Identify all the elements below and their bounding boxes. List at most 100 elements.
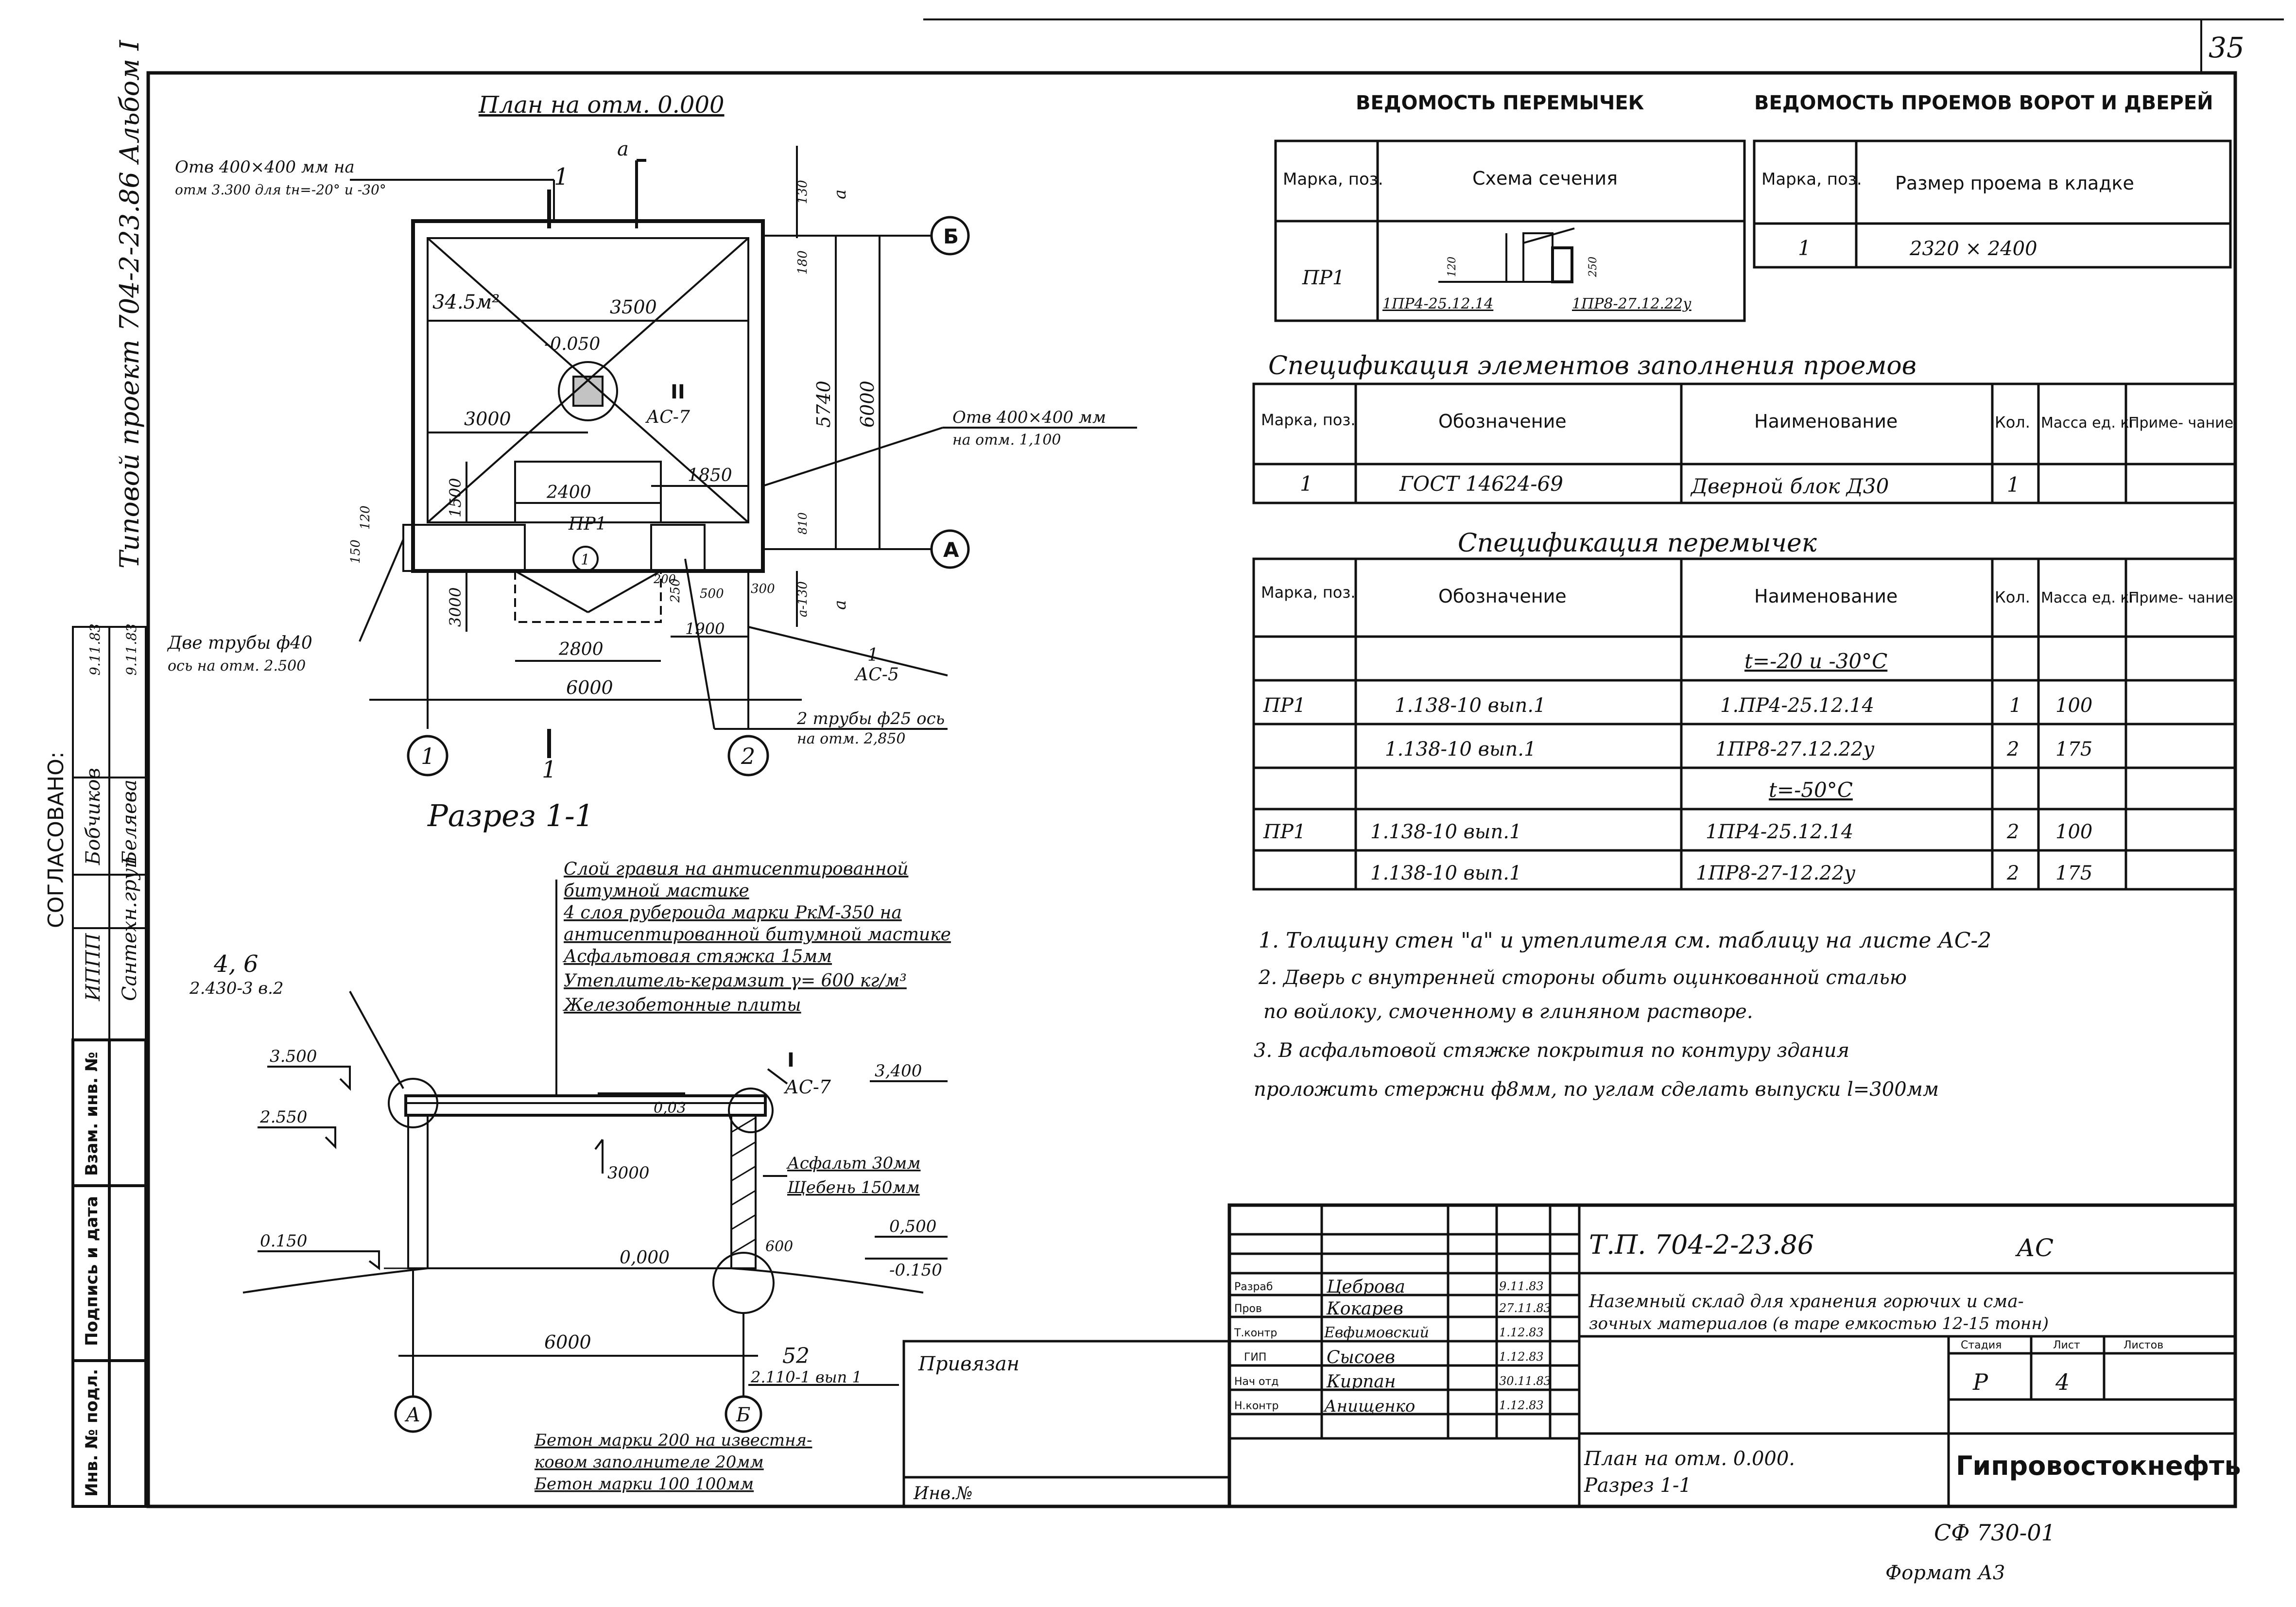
dim-120: 120 <box>358 505 373 530</box>
approval-name-2: Беляева <box>119 779 141 865</box>
tb-date-2: 27.11.83 <box>1499 1301 1551 1315</box>
plan-axis-bubbles <box>407 216 970 777</box>
tb-name-2: Кокарев <box>1326 1299 1403 1319</box>
axis-a-label: А <box>943 538 959 562</box>
axis-b-label: Б <box>943 225 959 248</box>
plan-opening2-note-1: Отв 400×400 мм <box>952 408 1106 427</box>
section-gravel: Щебень 150мм <box>787 1178 920 1197</box>
note-2: 2. Дверь с внутренней стороны обить оцин… <box>1258 967 1907 989</box>
concrete-line-2: ковом заполнителе 20мм <box>535 1452 764 1472</box>
plan-opening-note-2: отм 3.300 для tн=-20° и -30° <box>175 182 386 198</box>
section-layer-3: 4 слоя рубероида марки РкМ-350 на <box>563 903 902 923</box>
tb-date-6: 1.12.83 <box>1499 1399 1544 1412</box>
section-layer-1: Слой гравия на антисептированной <box>564 859 908 879</box>
spec-lintels-r4-name: 1ПР8-27-12.22у <box>1696 862 1856 884</box>
openings-h-mark: Марка, поз. <box>1761 170 1862 189</box>
dim-a-bottom: а <box>830 600 850 610</box>
tb-role-1: Разраб <box>1234 1281 1273 1293</box>
album-label: Типовой проект 704-2-23.86 Альбом I <box>114 39 145 569</box>
spec-lintels-h-mark: Марка, поз. <box>1261 583 1356 602</box>
tb-date-3: 1.12.83 <box>1499 1326 1544 1339</box>
tb-stage: Р <box>1972 1369 1988 1395</box>
dim-500: 500 <box>700 587 724 601</box>
spec-fill-r1-mark: 1 <box>1300 472 1313 496</box>
section-lvl-0000: 0,000 <box>620 1248 670 1268</box>
spec-lintels-r1-code: 1.138-10 вып.1 <box>1395 694 1546 717</box>
spec-fill-h-mark: Марка, поз. <box>1261 411 1356 429</box>
approval-date-2: 9.11.83 <box>123 623 139 675</box>
tb-role-4: ГИП <box>1244 1351 1266 1364</box>
section-lvl-2550: 2.550 <box>259 1107 307 1127</box>
plan-opening2-note-2: на отм. 1,100 <box>952 432 1061 449</box>
spec-lintels-r3-code: 1.138-10 вып.1 <box>1370 821 1521 843</box>
plan-door-marker <box>572 546 599 572</box>
tb-role-2: Пров <box>1234 1303 1262 1315</box>
spec-lintels-r1-mass: 100 <box>2055 694 2092 717</box>
concrete-line-1: Бетон марки 200 на известня- <box>534 1431 812 1450</box>
tb-stage-h: Стадия <box>1961 1339 2002 1351</box>
dim-150: 150 <box>348 539 363 564</box>
section-layer-6: Утеплитель-керамзит γ= 600 кг/м³ <box>564 971 907 991</box>
lintel-h-scheme: Схема сечения <box>1472 168 1618 189</box>
spec-lintels-r2-mass: 175 <box>2055 738 2092 760</box>
spec-lintels-h-mass: Масса ед. кг <box>2041 589 2137 606</box>
section-node-52-ref: 2.110-1 вып 1 <box>750 1368 862 1386</box>
dim-810: 810 <box>796 512 810 535</box>
lintel-sheet-title: ВЕДОМОСТЬ ПЕРЕМЫЧЕК <box>1356 92 1644 114</box>
spec-fill-r1-code: ГОСТ 14624-69 <box>1399 472 1563 496</box>
section-lvl-3500: 3.500 <box>270 1047 317 1066</box>
spec-fill-r1-name: Дверной блок Д30 <box>1690 474 1889 498</box>
section-lvl-0150: 0.150 <box>260 1231 307 1251</box>
plan-area: 34.5м² <box>432 291 500 313</box>
note-3b: проложить стержни ф8мм, по углам сделать… <box>1254 1078 1939 1101</box>
approval-title: СОГЛАСОВАНО: <box>44 751 69 928</box>
spec-fill-h-code: Обозначение <box>1438 411 1567 432</box>
dim-250: 250 <box>668 578 683 603</box>
spec-lintels-h-name: Наименование <box>1754 586 1898 607</box>
dim-1900: 1900 <box>685 620 725 638</box>
spec-lintels-r4-code: 1.138-10 вып.1 <box>1370 862 1521 884</box>
section-layer-5: Асфальтовая стяжка 15мм <box>562 947 832 967</box>
spec-lintels-r3-mark: ПР1 <box>1263 821 1306 843</box>
section-node-46-ref: 2.430-3 в.2 <box>189 979 284 998</box>
plan-node-ac7: АС-7 <box>645 407 690 427</box>
section-node-i: I <box>787 1049 794 1071</box>
spec-fill-h-note: Приме- чание <box>2128 415 2233 432</box>
footer-code: СФ 730-01 <box>1934 1520 2055 1546</box>
approval-name-1: Бобчиков <box>82 768 104 865</box>
spec-fill-title: Спецификация элементов заполнения проемо… <box>1268 351 1916 380</box>
stamp-inv: Инв. № подл. <box>82 1369 102 1497</box>
section-layer-7: Железобетонные плиты <box>562 995 801 1015</box>
lintel-h-mark-1: Марка, поз. <box>1283 170 1383 189</box>
spec-lintels-group1: t=-20 и -30°С <box>1744 649 1887 673</box>
openings-sheet-title: ВЕДОМОСТЬ ПРОЕМОВ ВОРОТ И ДВЕРЕЙ <box>1754 91 2213 114</box>
dim-6000v: 6000 <box>857 380 878 428</box>
tb-name-5: Кирпан <box>1326 1372 1396 1392</box>
tb-role-3: Т.контр <box>1234 1327 1277 1339</box>
privyazan-block <box>902 1340 1231 1508</box>
section-mark-aa: а <box>617 138 629 160</box>
tb-sheet-name-2: Разрез 1-1 <box>1584 1474 1692 1497</box>
tb-role-5: Нач отд <box>1234 1376 1279 1388</box>
inv-label: Инв.№ <box>913 1484 973 1503</box>
tb-set: АС <box>2015 1234 2054 1262</box>
spec-lintels-r2-code: 1.138-10 вып.1 <box>1385 738 1536 760</box>
plan-opening-note-1: Отв 400×400 мм на <box>175 157 355 177</box>
section-mark-bottom: 1 <box>542 756 557 783</box>
spec-lintels-r2-qty: 2 <box>2006 738 2019 760</box>
axis-1-label: 1 <box>421 743 435 769</box>
spec-lintels-group2: t=-50°С <box>1769 778 1853 802</box>
lintel-sheet-table <box>1274 139 1746 322</box>
tb-code: Т.П. 704-2-23.86 <box>1589 1229 1814 1260</box>
lintel-scheme-120: 120 <box>1446 257 1458 277</box>
tb-name-1: Цеброва <box>1326 1277 1405 1297</box>
spec-lintels-r2-name: 1ПР8-27.12.22у <box>1715 738 1875 760</box>
tb-sheet-h: Лист <box>2053 1339 2080 1351</box>
dim-6000: 6000 <box>566 677 613 698</box>
tb-date-1: 9.11.83 <box>1499 1279 1544 1293</box>
section-node-52: 52 <box>782 1344 810 1368</box>
dim-200: 200 <box>653 572 676 586</box>
spec-lintels-r1-name: 1.ПР4-25.12.14 <box>1720 694 1874 717</box>
dim-3000v: 3000 <box>446 588 465 627</box>
